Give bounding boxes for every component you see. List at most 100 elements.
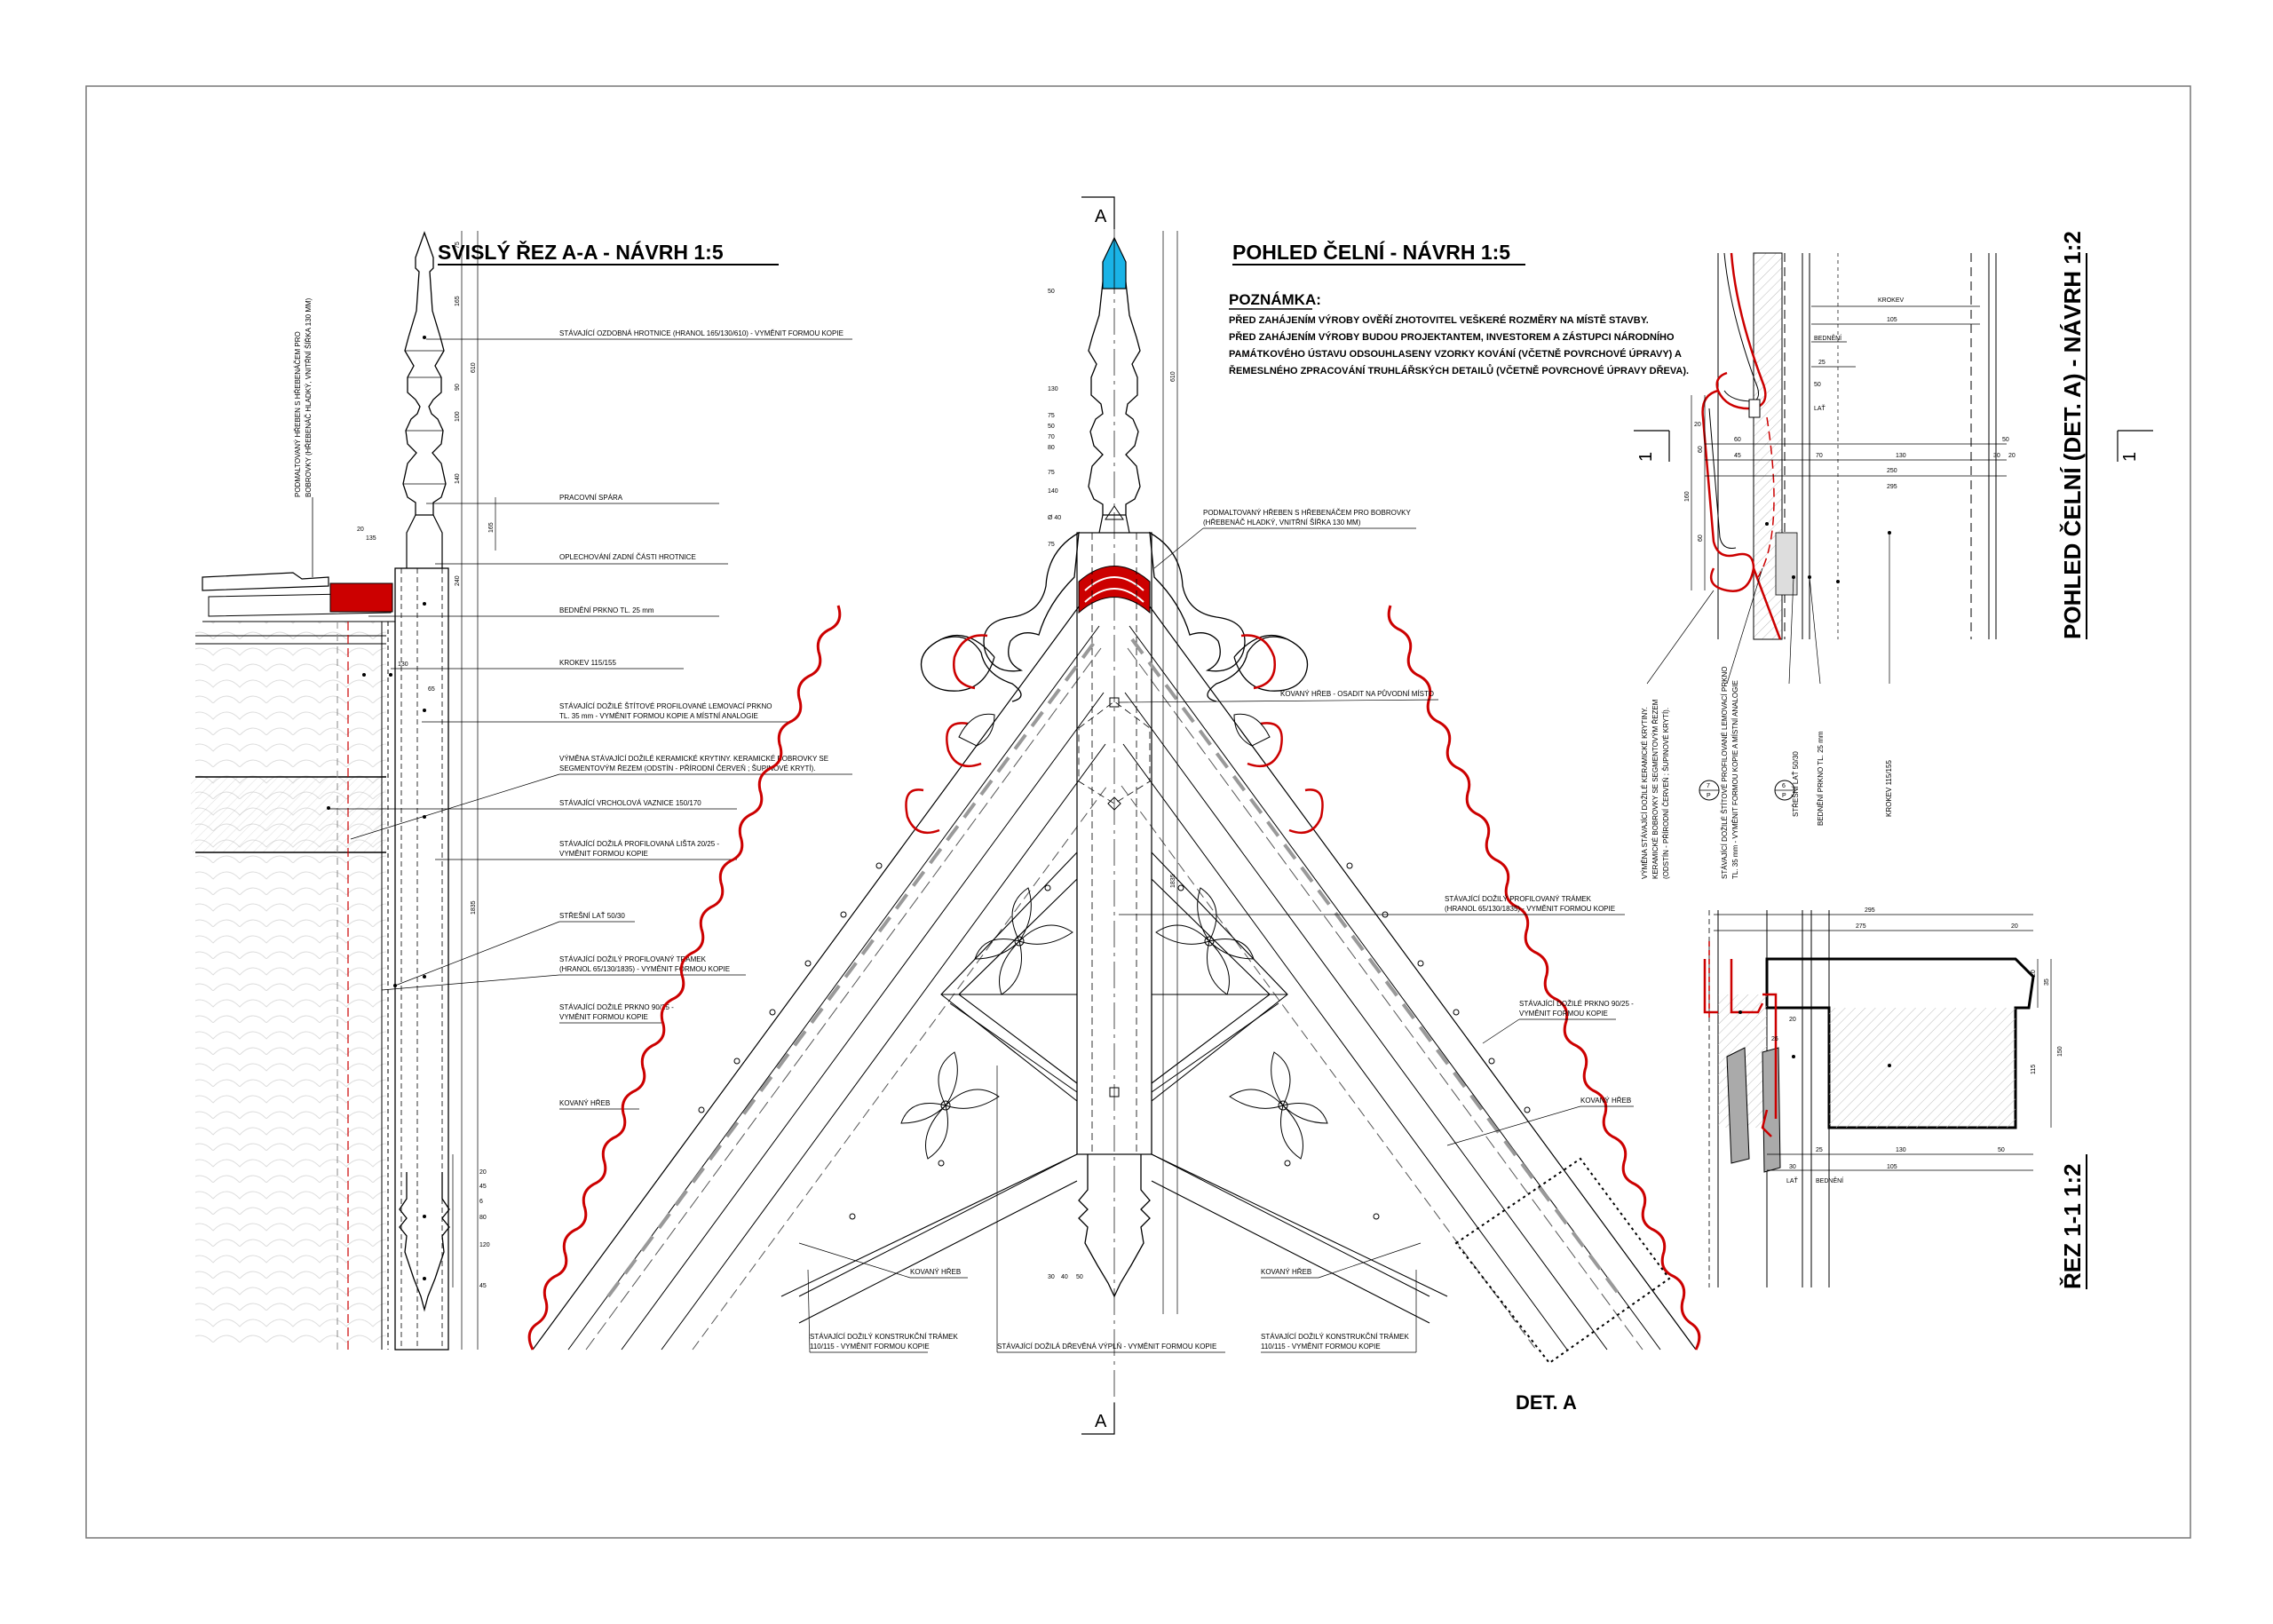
dim-label: 120 <box>479 1242 490 1248</box>
detail-dim-lines <box>1691 305 2007 590</box>
dim-label: 50 <box>1076 1274 1083 1280</box>
nail-dots <box>698 862 1531 1220</box>
dim-label: 30 <box>1993 453 2000 459</box>
dim-label: 45 <box>479 1184 487 1190</box>
leader-label: VYMĚNIT FORMOU KOPIE <box>559 850 648 858</box>
dim-label: 610 <box>1170 371 1176 382</box>
leader-label: VYMĚNIT FORMOU KOPIE <box>1519 1010 1608 1018</box>
dim-label: 75 <box>455 242 461 249</box>
gable-board-ornament-right <box>1149 531 1309 702</box>
note-line: ŘEMESLNÉHO ZPRACOVÁNÍ TRUHLÁŘSKÝCH DETAI… <box>1229 364 1689 376</box>
svg-text:POHLED ČELNÍ (DET. A) - NÁVRH: POHLED ČELNÍ (DET. A) - NÁVRH 1:2 <box>2059 231 2086 639</box>
vertical-label: BEDNĚNÍ PRKNO TL. 25 mm <box>1817 731 1825 826</box>
tag-letter: P <box>1782 793 1786 799</box>
dim-label: 295 <box>1887 484 1897 490</box>
note-heading: POZNÁMKA: <box>1229 291 1321 308</box>
leader-label: STÁVAJÍCÍ DOŽILÝ PROFILOVANÝ TRÁMEK <box>1445 895 1592 903</box>
gable-roof-outline <box>532 585 1697 1351</box>
vertical-label-ridge: PODMALTOVANÝ HŘEBEN S HŘEBENÁČEM PRO BOB… <box>294 297 313 497</box>
dim-label: 135 <box>366 535 376 542</box>
dim-label: 20 <box>1694 422 1701 428</box>
dim-label: 20 <box>1789 1017 1796 1023</box>
dim-label: 105 <box>1887 317 1897 323</box>
leader-label: PODMALTOVANÝ HŘEBEN S HŘEBENÁČEM PRO BOB… <box>1203 509 1411 517</box>
detail-a-view-drawing: 1 1 KROKEV <box>1634 252 2153 879</box>
detail-a-marker <box>1454 1157 1671 1365</box>
dim-label: LAŤ <box>1814 404 1826 412</box>
leader-label: VYMĚNIT FORMOU KOPIE <box>559 1013 648 1021</box>
leader-label: VÝMĚNA STÁVAJÍCÍ DOŽILÉ KERAMICKÉ KRYTIN… <box>559 755 828 763</box>
dim-label: 26 <box>1771 1036 1778 1042</box>
dim-label: KROKEV <box>1878 297 1905 304</box>
dim-label: 160 <box>1684 491 1691 502</box>
dim-label: 240 <box>455 575 461 586</box>
dim-label: 50 <box>2002 437 2009 443</box>
leader-label: 110/115 - VYMĚNIT FORMOU KOPIE <box>1261 1343 1381 1351</box>
leader-label: KOVANÝ HŘEB <box>559 1099 610 1107</box>
dim-label: 60 <box>1734 437 1741 443</box>
section-mark-a-top: A <box>1095 207 1107 226</box>
finial-top <box>402 231 447 516</box>
dim-label: 25 <box>1818 360 1826 366</box>
dim-label: 45 <box>479 1283 487 1289</box>
section-aa-drawing: 75 165 610 90 100 140 165 240 1835 20 45… <box>191 231 852 1351</box>
leader-label: KOVANÝ HŘEB - OSADIT NA PŮVODNÍ MÍSTO <box>1280 690 1434 698</box>
dim-label: 35 <box>2044 978 2050 986</box>
leader-label: PRACOVNÍ SPÁRA <box>559 494 623 502</box>
tag-number: 7 <box>1707 783 1710 789</box>
section-mark-a-bottom: A <box>1095 1412 1107 1431</box>
leader-label: SEGMENTOVÝM ŘEZEM (ODSTÍN - PŘÍRODNÍ ČER… <box>559 764 815 772</box>
dim-label: 6 <box>479 1199 483 1205</box>
dim-label: 1835 <box>471 900 477 915</box>
dim-label: LAŤ <box>1786 1176 1799 1184</box>
dim-label: BEDNĚNÍ <box>1816 1176 1843 1184</box>
truss-members <box>780 852 1448 1324</box>
vertical-label: (ODSTÍN - PŘÍRODNÍ ČERVEŇ ; ŠUPINOVÉ KRY… <box>1662 708 1670 879</box>
dim-label: 50 <box>1998 1147 2005 1153</box>
leader-label: KOVANÝ HŘEB <box>910 1268 961 1276</box>
dim-label: 75 <box>1048 413 1055 419</box>
dim-label: 1835 <box>1170 874 1176 888</box>
dim-label: 295 <box>1865 907 1875 914</box>
dim-label: 80 <box>1048 445 1055 451</box>
dim-label: 105 <box>1887 1164 1897 1170</box>
dim-label: 70 <box>1048 434 1055 440</box>
dim-label: 30 <box>1789 1164 1796 1170</box>
vertical-label: STÁVAJÍCÍ DOŽILÉ ŠTÍTOVÉ PROFILOVANÉ LEM… <box>1721 667 1729 879</box>
roof-tiles-background <box>195 622 386 1350</box>
tile-scallop-right <box>1387 605 1701 1351</box>
dim-label: 20 <box>2011 923 2018 930</box>
dim-label: 20 <box>357 527 364 533</box>
dim-label: 40 <box>1061 1274 1068 1280</box>
dim-label: 75 <box>1048 542 1055 548</box>
dim-label: 30 <box>1048 1274 1055 1280</box>
dim-label: 610 <box>471 362 477 373</box>
dim-label: 140 <box>455 473 461 484</box>
leader-label: TL. 35 mm - VYMĚNIT FORMOU KOPIE A MÍSTN… <box>559 712 758 720</box>
leader-label: STŘEŠNÍ LAŤ 50/30 <box>559 912 625 920</box>
tag-number: 6 <box>1782 783 1786 789</box>
finial-bottom <box>399 1172 450 1312</box>
dim-label: BEDNĚNÍ <box>1814 334 1841 342</box>
leader-label: STÁVAJÍCÍ OZDOBNÁ HROTNICE (HRANOL 165/1… <box>559 329 843 337</box>
leader-label: STÁVAJÍCÍ DOŽILÉ PRKNO 90/25 - <box>559 1003 674 1011</box>
leader-label: KROKEV 115/155 <box>559 659 616 667</box>
leader-label: (HRANOL 65/130/1835) - VYMĚNIT FORMOU KO… <box>1445 905 1615 913</box>
front-finial-bottom <box>1078 1154 1151 1298</box>
section-11-dim-lines <box>1714 914 2052 1171</box>
vertical-label: TL. 35 mm - VYMĚNIT FORMOU KOPIE A MÍSTN… <box>1731 680 1739 879</box>
vertical-label: KERAMICKÉ BOBROVKY SE SEGMENTOVÝM ŘEZEM <box>1651 699 1659 879</box>
leader-label: BEDNĚNÍ PRKNO TL. 25 mm <box>559 606 654 614</box>
sheet-border <box>85 85 2191 1539</box>
dim-label: 80 <box>479 1215 487 1221</box>
dim-label: 50 <box>1048 424 1055 430</box>
section-11-dim-texts: 295 275 20 20 26 20 35 115 150 25 130 50… <box>1771 907 2063 1184</box>
leader-label: STÁVAJÍCÍ DOŽILÉ ŠTÍTOVÉ PROFILOVANÉ LEM… <box>559 702 772 710</box>
tile-scallop-left <box>527 605 842 1351</box>
leader-label: STÁVAJÍCÍ DOŽILÉ PRKNO 90/25 - <box>1519 1000 1634 1008</box>
leader-label: (HRANOL 65/130/1835) - VYMĚNIT FORMOU KO… <box>559 965 730 973</box>
dim-label: 60 <box>1698 446 1704 453</box>
leader-label: 110/115 - VYMĚNIT FORMOU KOPIE <box>810 1343 930 1351</box>
dim-label: 275 <box>1856 923 1866 930</box>
